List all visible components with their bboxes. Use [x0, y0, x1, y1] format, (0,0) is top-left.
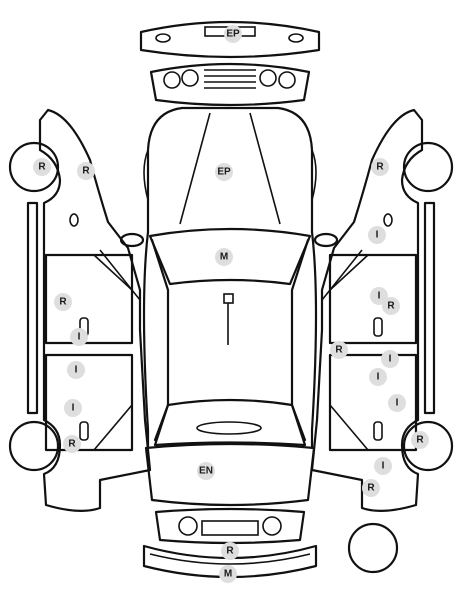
damage-badge-label: EN	[199, 466, 213, 477]
damage-badge-right-front-door[interactable]: I	[370, 287, 388, 305]
damage-badge-rear-bumper[interactable]: R	[221, 542, 239, 560]
car-body-top-view	[119, 106, 339, 507]
damage-badge-label: I	[78, 332, 81, 343]
damage-badge-rear-bumper-lower[interactable]: M	[219, 565, 237, 583]
damage-badge-windscreen[interactable]: M	[215, 248, 233, 266]
damage-badge-label: M	[220, 252, 228, 263]
damage-badge-label: R	[387, 301, 395, 312]
damage-badge-label: I	[72, 403, 75, 414]
damage-badge-label: EP	[226, 29, 240, 40]
damage-badge-right-sill[interactable]: R	[330, 341, 348, 359]
right-rear-wheel[interactable]	[402, 420, 454, 472]
right-front-wheel[interactable]	[402, 141, 454, 193]
damage-badge-right-front-wheel[interactable]: R	[371, 158, 389, 176]
damage-badge-label: R	[376, 162, 384, 173]
damage-badge-label: I	[389, 354, 392, 365]
damage-badge-label: R	[226, 546, 234, 557]
damage-badge-right-rear-wing[interactable]: I	[374, 457, 392, 475]
damage-badge-label: R	[416, 435, 424, 446]
damage-badge-label: I	[382, 461, 385, 472]
damage-badge-bonnet[interactable]: EP	[215, 163, 233, 181]
damage-badge-right-rear-door-top[interactable]: I	[381, 350, 399, 368]
damage-badge-front-bumper[interactable]: EP	[224, 25, 242, 43]
left-front-wheel[interactable]	[8, 141, 60, 193]
rear-panel[interactable]	[154, 507, 306, 545]
damage-badge-right-rear-door[interactable]: I	[369, 368, 387, 386]
damage-badge-right-rear-corner[interactable]: R	[362, 479, 380, 497]
damage-badge-label: M	[224, 569, 232, 580]
damage-badge-label: I	[75, 365, 78, 376]
damage-badge-left-front-wheel[interactable]: R	[33, 158, 51, 176]
right-mirror[interactable]	[313, 232, 339, 248]
rear-bumper[interactable]	[142, 544, 318, 579]
damage-badge-label: I	[396, 398, 399, 409]
damage-badge-right-rear-quarter[interactable]: I	[388, 394, 406, 412]
damage-badge-label: R	[367, 483, 375, 494]
damage-badge-left-front-door-handle[interactable]: I	[70, 328, 88, 346]
spare-wheel[interactable]	[347, 522, 399, 574]
damage-badge-label: R	[68, 439, 76, 450]
boot-lid[interactable]	[144, 442, 316, 507]
damage-badge-label: R	[38, 162, 46, 173]
damage-badge-label: I	[377, 372, 380, 383]
bonnet[interactable]	[146, 106, 314, 234]
damage-badge-left-rear-door[interactable]: I	[67, 361, 85, 379]
damage-badge-left-rear-door-lower[interactable]: I	[64, 399, 82, 417]
damage-badge-right-rear-wheel[interactable]: R	[411, 431, 429, 449]
damage-badge-label: EP	[217, 167, 231, 178]
damage-badge-label: I	[378, 291, 381, 302]
right-side-view	[310, 108, 436, 512]
damage-badge-right-front-wing[interactable]: I	[368, 226, 386, 244]
damage-badge-left-front-door[interactable]: R	[54, 293, 72, 311]
left-rear-wheel[interactable]	[8, 420, 60, 472]
damage-badge-boot-lid[interactable]: EN	[197, 462, 215, 480]
damage-badge-label: R	[82, 166, 90, 177]
windscreen[interactable]	[148, 227, 312, 286]
damage-badge-label: I	[376, 230, 379, 241]
damage-badge-label: R	[59, 297, 67, 308]
damage-badge-left-rear-wheel[interactable]: R	[63, 435, 81, 453]
damage-badge-label: R	[335, 345, 343, 356]
rear-window[interactable]	[153, 398, 307, 447]
damage-badge-right-front-door-handle[interactable]: R	[382, 297, 400, 315]
front-grille[interactable]	[149, 62, 311, 107]
damage-badge-left-front-wing[interactable]: R	[77, 162, 95, 180]
